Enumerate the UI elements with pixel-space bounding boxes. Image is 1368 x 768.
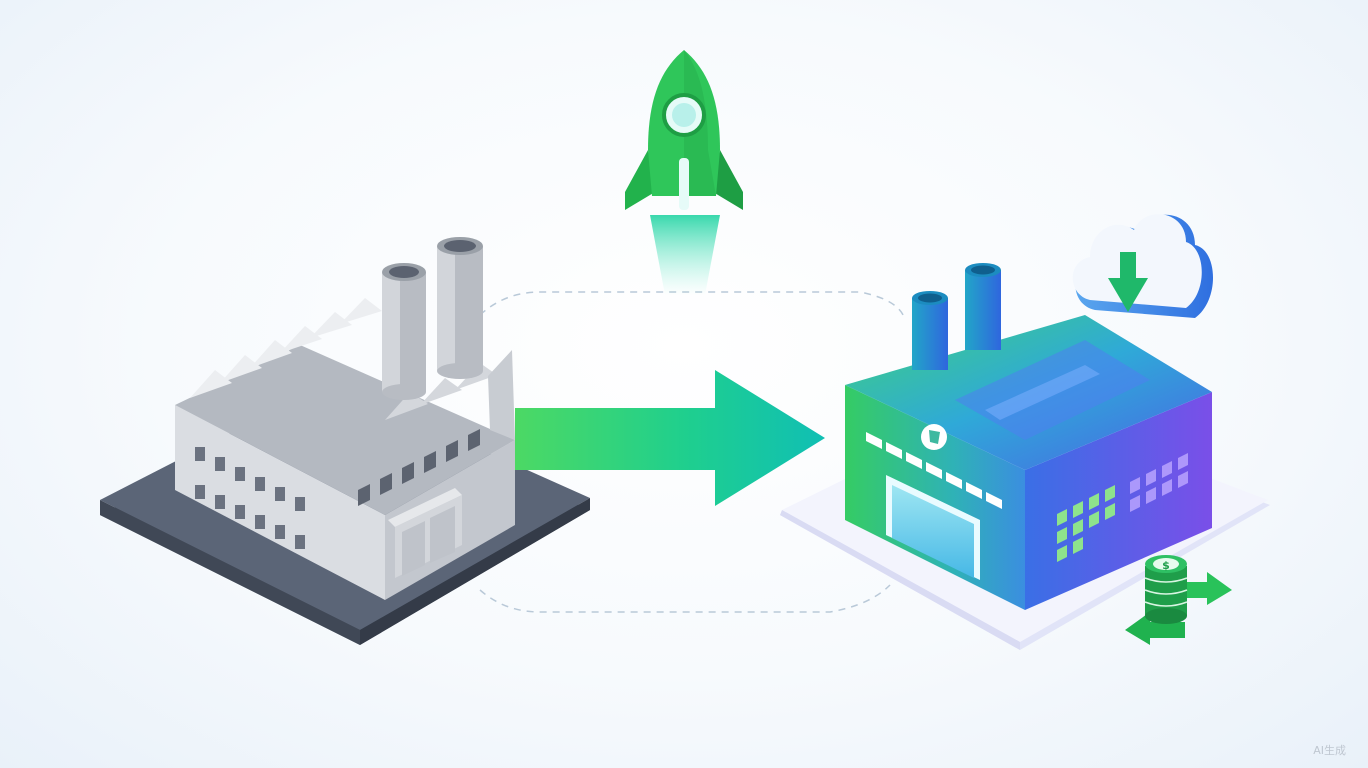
watermark-label: AI生成 bbox=[1313, 744, 1346, 757]
svg-text:$: $ bbox=[1162, 559, 1170, 572]
dashed-connector-line bbox=[479, 291, 906, 613]
modern-factory-icon bbox=[780, 263, 1270, 650]
dollar-coin-stack-icon: $ bbox=[1125, 555, 1232, 645]
legacy-factory-icon bbox=[100, 237, 590, 645]
rocket-icon bbox=[625, 50, 743, 295]
cloud-download-icon bbox=[1072, 214, 1214, 318]
arrow-right-icon bbox=[515, 370, 825, 506]
